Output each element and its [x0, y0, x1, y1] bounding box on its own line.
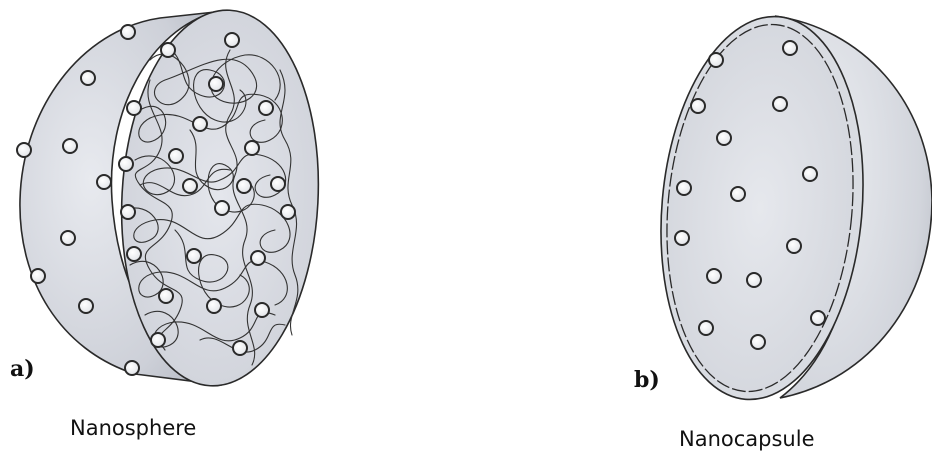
particle — [675, 231, 689, 245]
particle — [81, 71, 95, 85]
particle — [787, 239, 801, 253]
particle — [151, 333, 165, 347]
particle — [751, 335, 765, 349]
particle — [159, 289, 173, 303]
particle — [119, 157, 133, 171]
particle — [61, 231, 75, 245]
particle — [31, 269, 45, 283]
particle — [271, 177, 285, 191]
particle — [255, 303, 269, 317]
particle — [121, 205, 135, 219]
particle — [17, 143, 31, 157]
particle — [161, 43, 175, 57]
nanosphere-illustration — [17, 5, 328, 391]
particle — [183, 179, 197, 193]
particle — [127, 101, 141, 115]
particle — [677, 181, 691, 195]
particle — [79, 299, 93, 313]
particle — [233, 341, 247, 355]
particle — [193, 117, 207, 131]
particle — [127, 247, 141, 261]
particle — [281, 205, 295, 219]
particle — [121, 25, 135, 39]
nanosphere-caption: Nanosphere — [70, 416, 196, 440]
particle — [811, 311, 825, 325]
particle — [207, 299, 221, 313]
particle — [691, 99, 705, 113]
nanocapsule-caption: Nanocapsule — [679, 427, 815, 451]
particle — [125, 361, 139, 375]
particle — [803, 167, 817, 181]
particle — [747, 273, 761, 287]
particle — [63, 139, 77, 153]
particle — [97, 175, 111, 189]
particle — [773, 97, 787, 111]
particle — [783, 41, 797, 55]
particle — [707, 269, 721, 283]
particle — [259, 101, 273, 115]
particle — [209, 77, 223, 91]
particle — [699, 321, 713, 335]
particle — [717, 131, 731, 145]
particle — [245, 141, 259, 155]
particle — [237, 179, 251, 193]
particle — [215, 201, 229, 215]
particle — [169, 149, 183, 163]
particle — [187, 249, 201, 263]
panel-label-a: a) — [10, 356, 35, 382]
nanocapsule-illustration — [646, 8, 932, 408]
panel-label-b: b) — [634, 367, 660, 393]
particle — [731, 187, 745, 201]
particle — [251, 251, 265, 265]
particle — [225, 33, 239, 47]
particle — [709, 53, 723, 67]
